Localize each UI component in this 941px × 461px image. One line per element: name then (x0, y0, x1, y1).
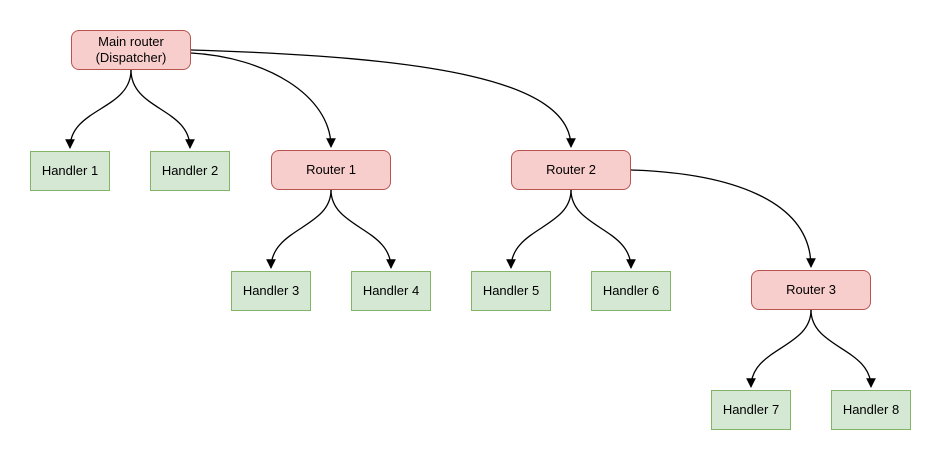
edge-router-1-to-handler-3 (266, 189, 332, 269)
edge-main-router-to-router-2 (190, 49, 576, 148)
edge-router-2-to-handler-6 (570, 189, 636, 269)
edge-router-2-to-router-3 (630, 169, 816, 268)
edge-main-router-to-router-1 (190, 52, 336, 148)
node-handler-5: Handler 5 (471, 271, 551, 311)
node-handler-6: Handler 6 (591, 271, 671, 311)
node-handler-8: Handler 8 (831, 390, 911, 430)
node-handler-4: Handler 4 (351, 271, 431, 311)
node-handler-7: Handler 7 (711, 390, 791, 430)
node-router-1: Router 1 (271, 150, 391, 190)
node-router-2: Router 2 (511, 150, 631, 190)
node-handler-3: Handler 3 (231, 271, 311, 311)
node-handler-1: Handler 1 (30, 151, 110, 191)
node-router-3: Router 3 (751, 270, 871, 310)
edge-router-1-to-handler-4 (330, 189, 396, 269)
edge-main-router-to-handler-1 (65, 69, 132, 149)
edge-router-3-to-handler-8 (810, 309, 876, 388)
edge-router-2-to-handler-5 (506, 189, 572, 269)
edge-router-3-to-handler-7 (746, 309, 812, 388)
edge-main-router-to-handler-2 (130, 69, 195, 149)
node-handler-2: Handler 2 (150, 151, 230, 191)
node-main-router: Main router (Dispatcher) (71, 30, 191, 70)
